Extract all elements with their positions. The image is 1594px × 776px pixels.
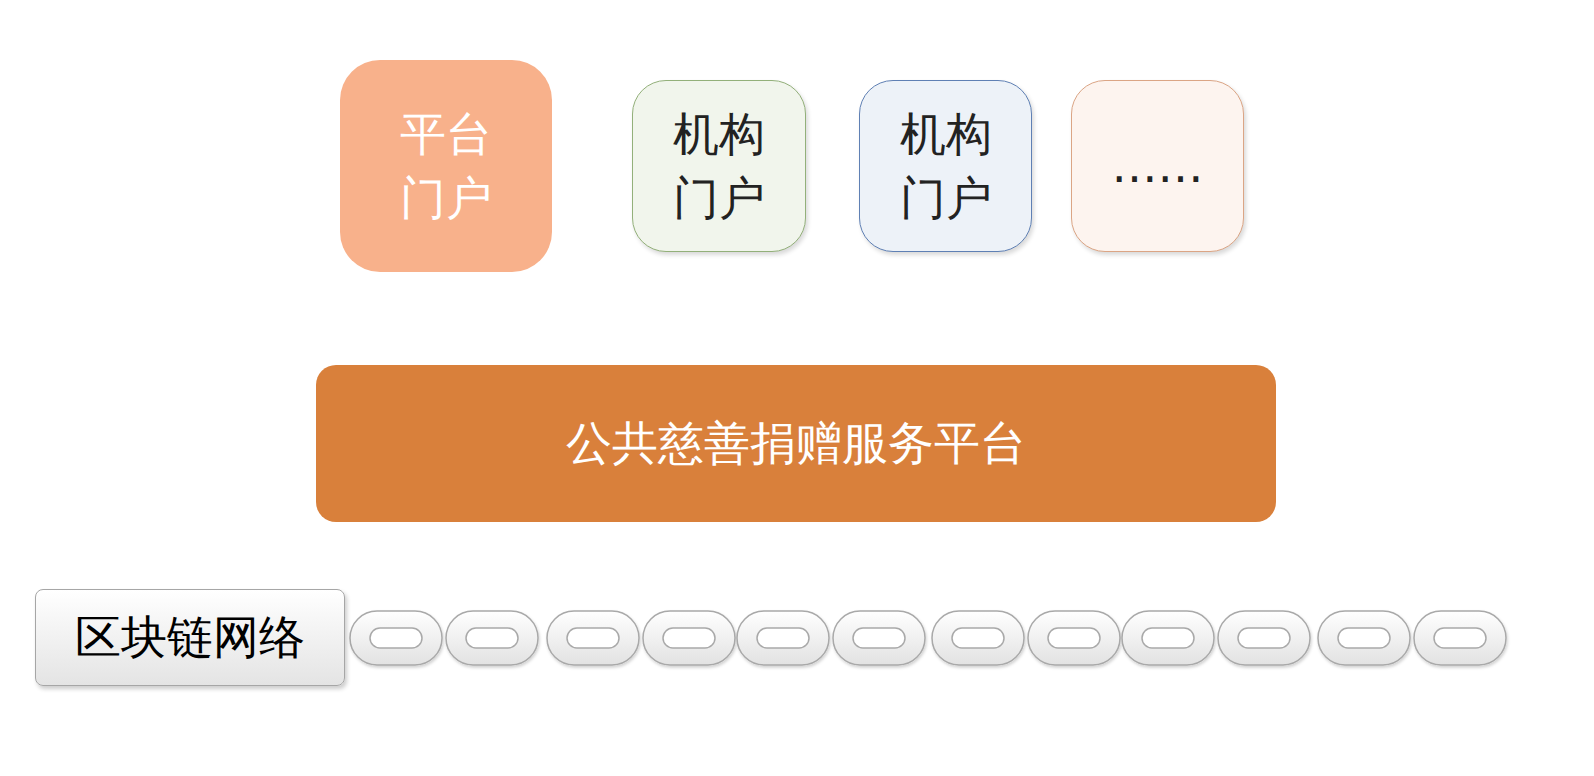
chain-link (643, 611, 735, 665)
chain-link (446, 611, 538, 665)
link-hole (1238, 628, 1290, 648)
link-outer (350, 611, 442, 665)
node-label: 区块链网络 (75, 605, 305, 669)
link-hole (853, 628, 905, 648)
link-hole (466, 628, 518, 648)
platform-portal-box: 平台 门户 (340, 60, 552, 272)
link-outer (446, 611, 538, 665)
chain-link (1122, 611, 1214, 665)
link-outer (1028, 611, 1120, 665)
link-outer (1318, 611, 1410, 665)
link-outer (1414, 611, 1506, 665)
link-outer (932, 611, 1024, 665)
link-hole (757, 628, 809, 648)
chain-link (1028, 611, 1120, 665)
link-outer (737, 611, 829, 665)
chain-link (547, 611, 639, 665)
node-label: 公共慈善捐赠服务平台 (566, 411, 1026, 475)
node-label: 机构 门户 (659, 102, 779, 231)
chain-link (1318, 611, 1410, 665)
node-label: …… (1112, 134, 1204, 198)
institution-portal-box: 机构 门户 (632, 80, 806, 252)
link-outer (643, 611, 735, 665)
chain-link (1414, 611, 1506, 665)
chain-link (1218, 611, 1310, 665)
node-label: 机构 门户 (886, 102, 1006, 231)
chain-link (833, 611, 925, 665)
link-hole (663, 628, 715, 648)
link-outer (547, 611, 639, 665)
chain-links (350, 611, 1506, 665)
link-outer (1218, 611, 1310, 665)
link-hole (1048, 628, 1100, 648)
link-hole (1434, 628, 1486, 648)
service-platform-band: 公共慈善捐赠服务平台 (316, 365, 1276, 522)
institution-portal-box: 机构 门户 (859, 80, 1032, 252)
link-outer (833, 611, 925, 665)
more-portal-box: …… (1071, 80, 1244, 252)
blockchain-label-box: 区块链网络 (35, 589, 345, 686)
node-label: 平台 门户 (386, 102, 506, 231)
link-hole (952, 628, 1004, 648)
link-hole (1338, 628, 1390, 648)
link-hole (567, 628, 619, 648)
link-outer (1122, 611, 1214, 665)
link-hole (1142, 628, 1194, 648)
link-hole (370, 628, 422, 648)
chain-link (737, 611, 829, 665)
chain-link (932, 611, 1024, 665)
chain-link (350, 611, 442, 665)
